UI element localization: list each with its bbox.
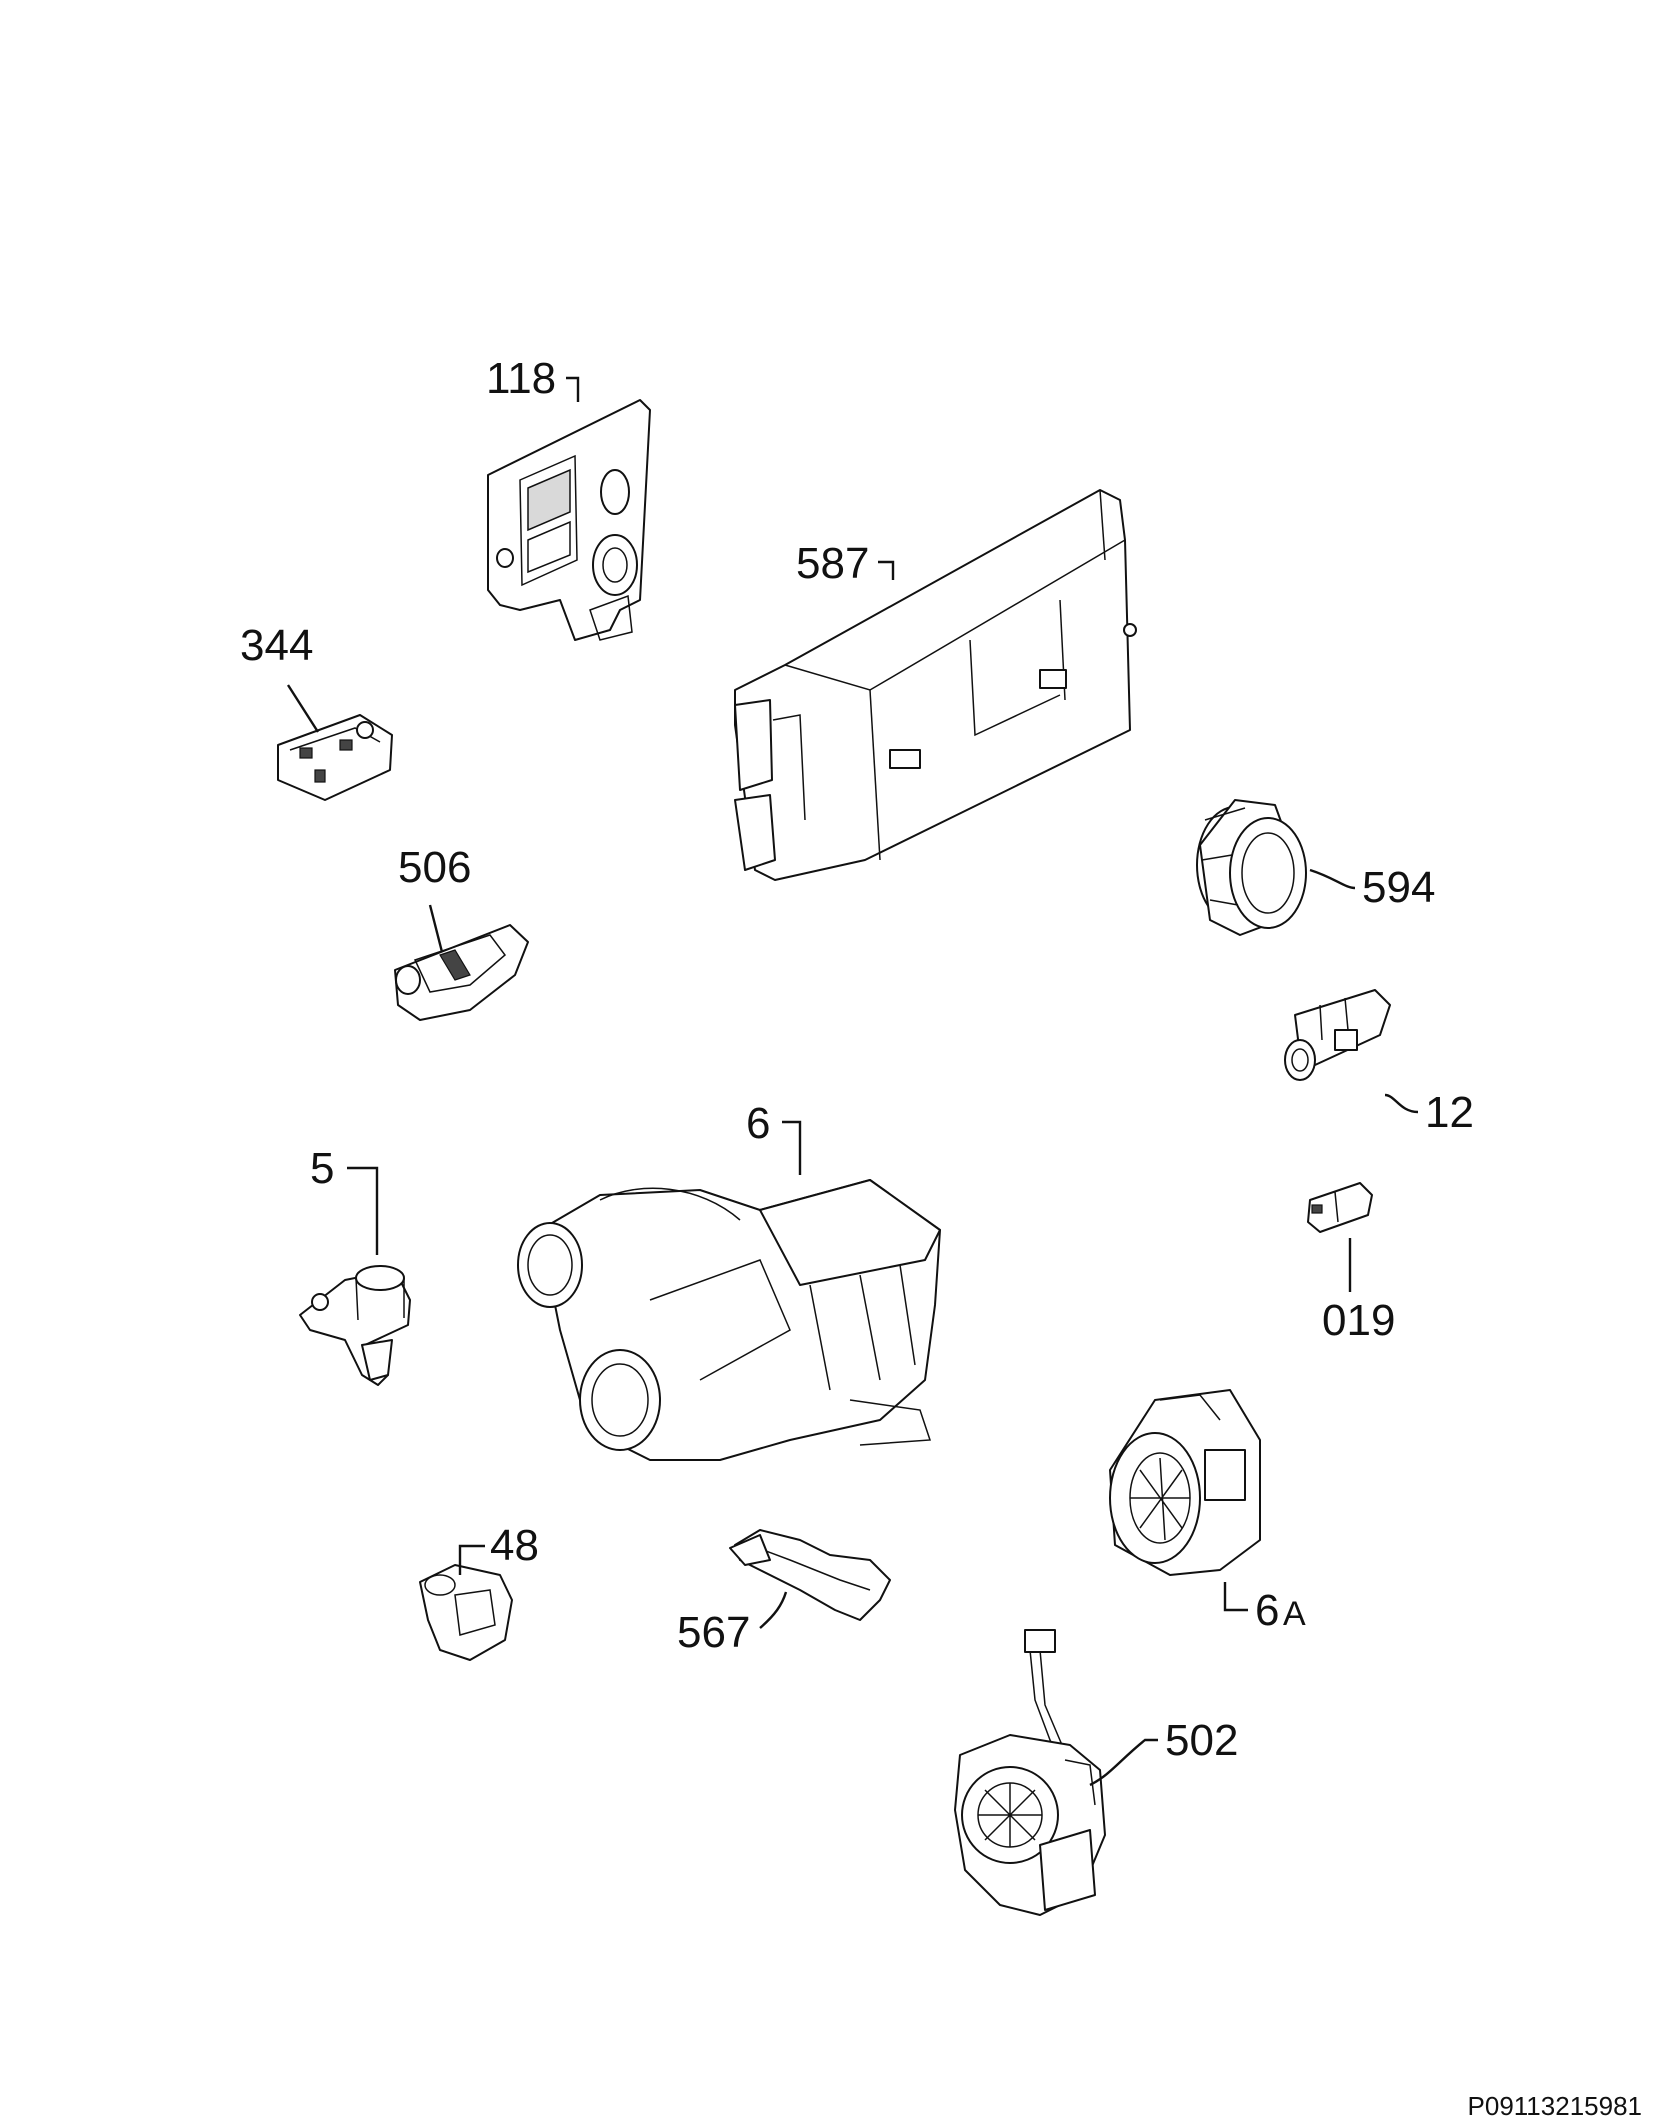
leader-506 [428, 904, 444, 953]
label-6a-suffix: A [1283, 1595, 1306, 1633]
part-019 [1307, 1182, 1373, 1233]
leader-118 [566, 376, 580, 402]
leader-594 [1309, 868, 1356, 890]
part-48 [419, 1564, 513, 1661]
label-506: 506 [398, 843, 471, 892]
leader-6a [1223, 1582, 1248, 1612]
label-118: 118 [486, 354, 556, 403]
leader-6 [782, 1120, 802, 1175]
label-12: 12 [1425, 1088, 1474, 1137]
label-594: 594 [1362, 863, 1435, 912]
label-6a-number: 6 [1255, 1586, 1279, 1635]
leader-587 [878, 560, 895, 580]
part-567 [729, 1529, 891, 1621]
label-587: 587 [796, 539, 869, 588]
part-502 [954, 1629, 1106, 1916]
drawing-code: P09113215981 [1468, 2091, 1642, 2121]
part-118 [487, 399, 651, 641]
leader-502 [1089, 1738, 1158, 1787]
leader-5 [347, 1166, 379, 1255]
label-5: 5 [310, 1144, 334, 1193]
label-502: 502 [1165, 1716, 1238, 1765]
part-344 [277, 714, 393, 801]
leader-12 [1384, 1093, 1419, 1114]
label-567: 567 [677, 1608, 750, 1657]
leader-344 [286, 684, 320, 733]
part-594 [1196, 799, 1307, 936]
label-6: 6 [746, 1099, 770, 1148]
part-12 [1284, 989, 1391, 1081]
label-344: 344 [240, 621, 313, 670]
part-506 [394, 924, 529, 1021]
part-587 [734, 489, 1137, 881]
part-6a [1109, 1389, 1261, 1576]
label-019: 019 [1322, 1296, 1395, 1345]
part-5 [299, 1265, 411, 1386]
leader-48 [458, 1544, 485, 1575]
leader-567 [759, 1591, 788, 1629]
label-48: 48 [490, 1521, 539, 1570]
part-6 [517, 1179, 941, 1461]
